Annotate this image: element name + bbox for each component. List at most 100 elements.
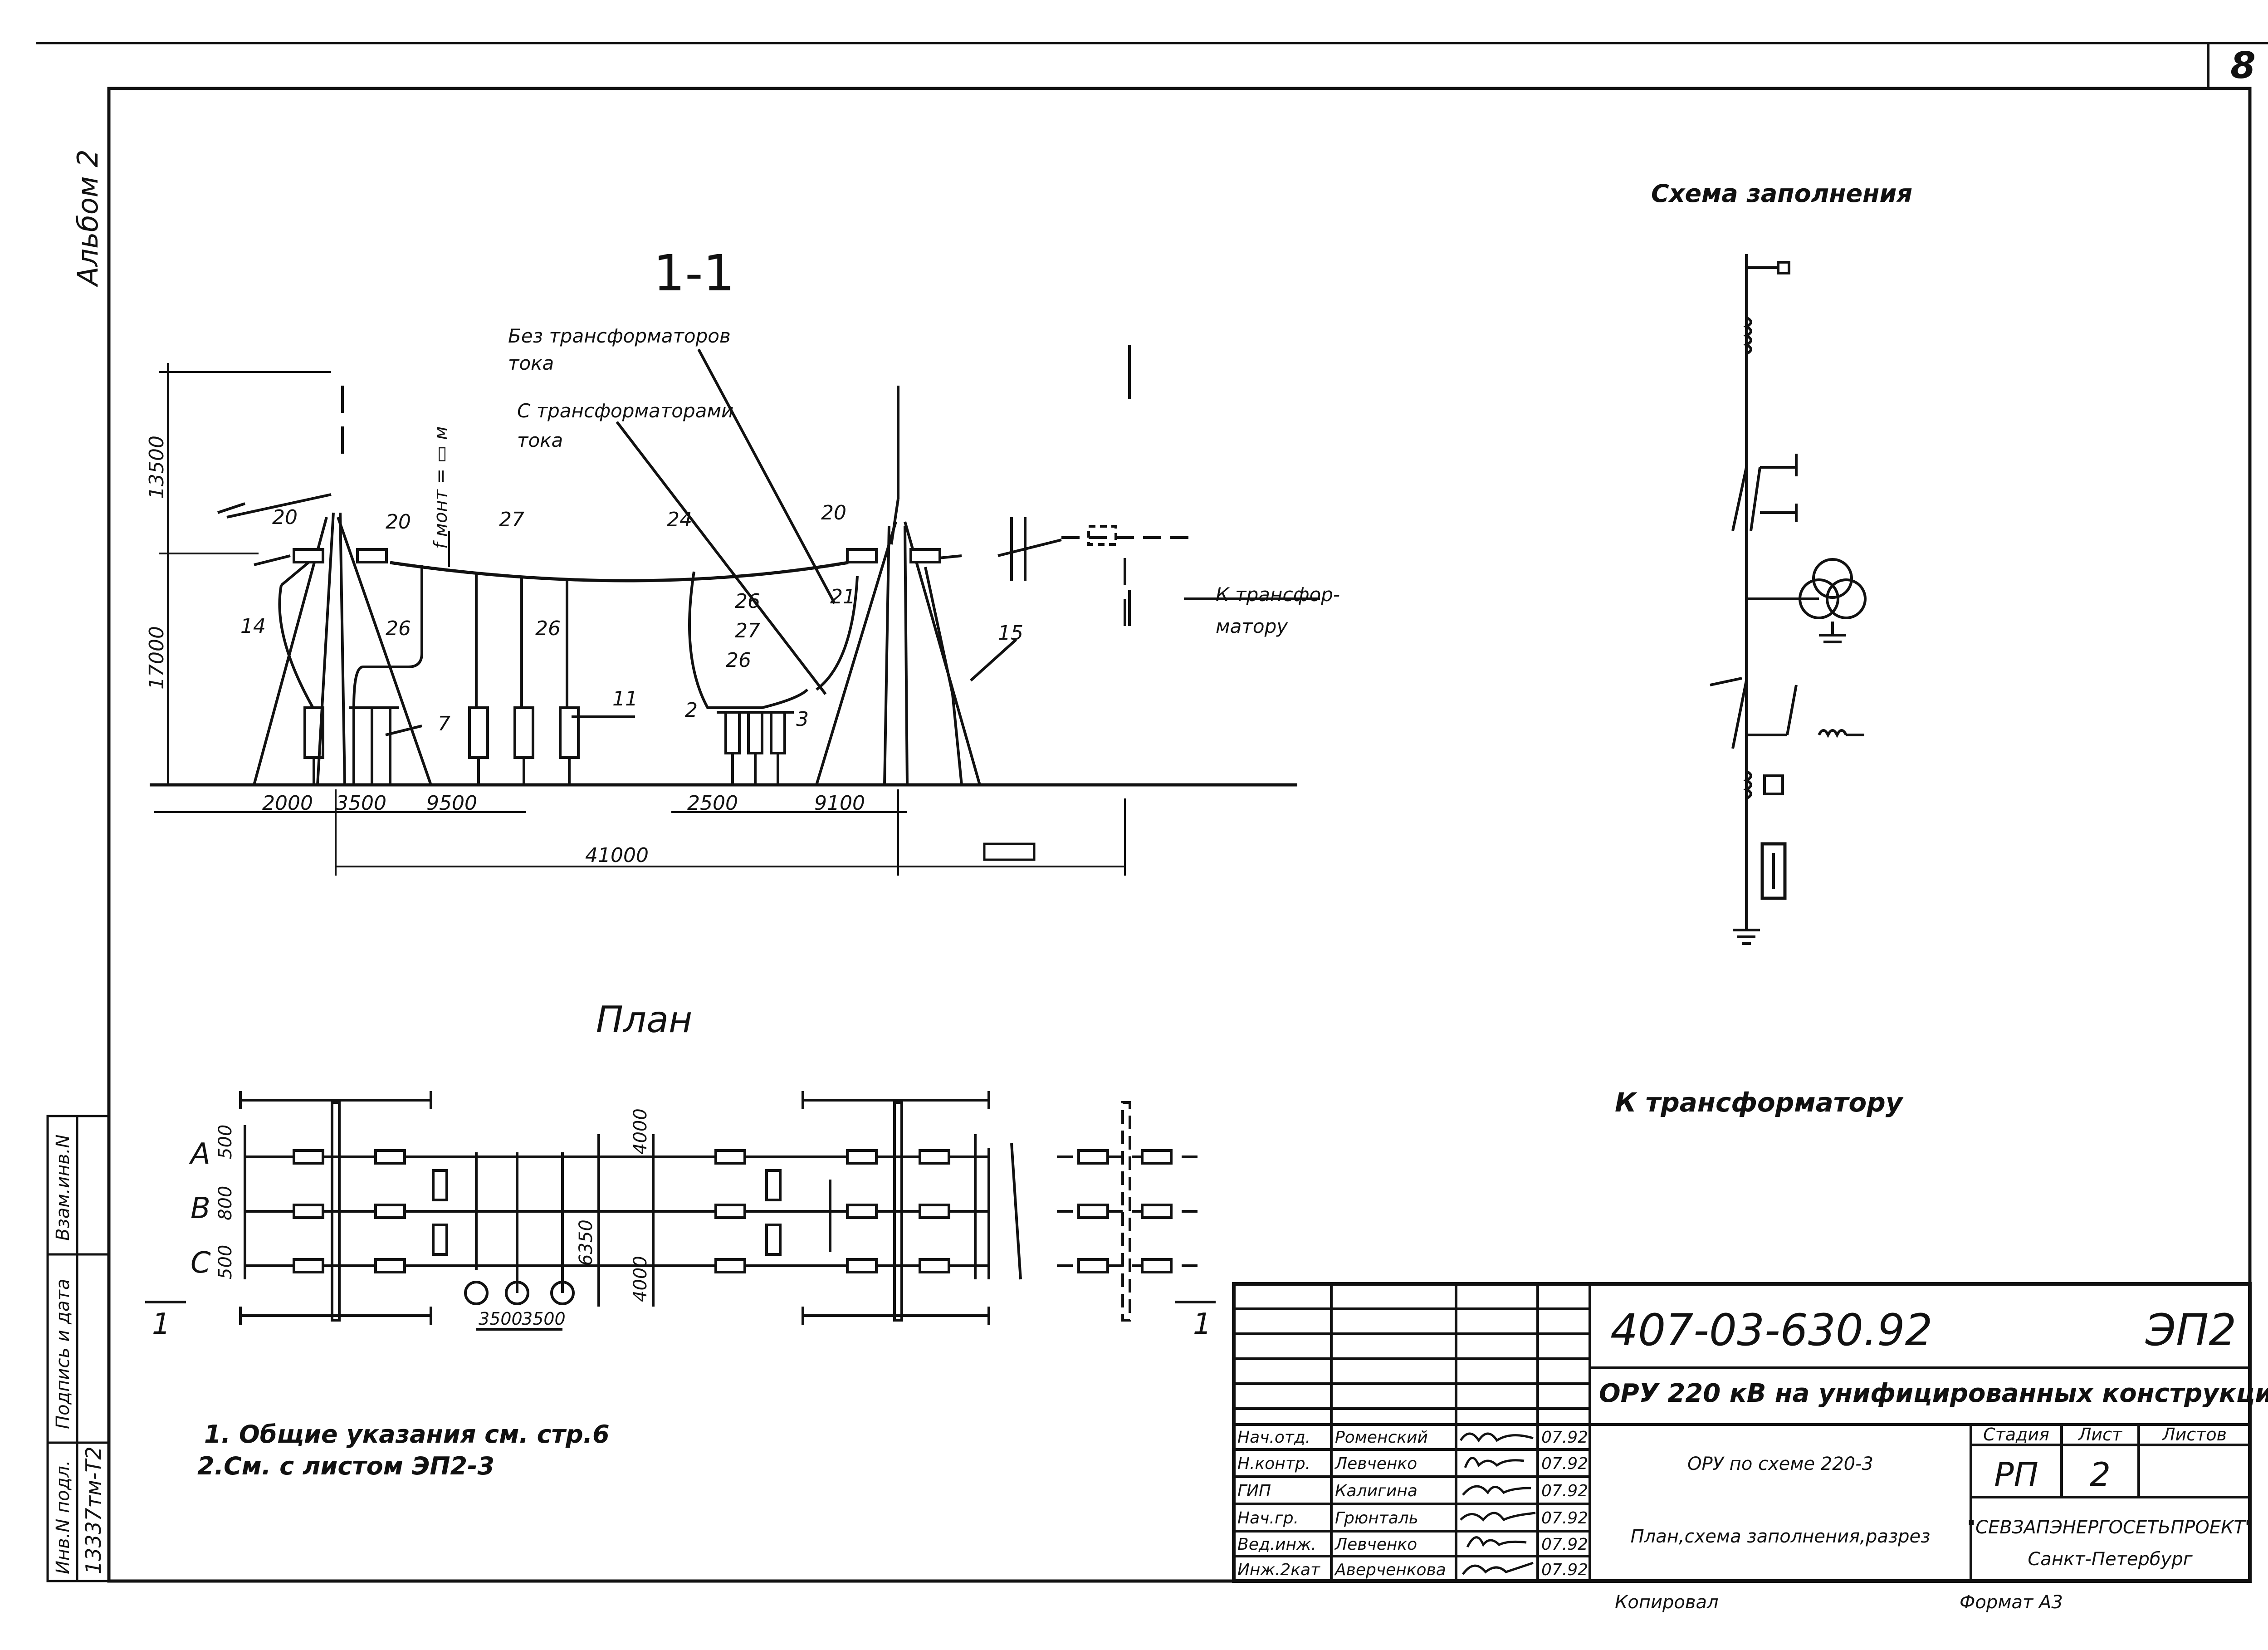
phase-a: A [189, 1137, 210, 1171]
sig-date-3: 07.92 [1541, 1482, 1588, 1500]
phase-dim-2: 800 [215, 1186, 236, 1220]
callout-27a: 27 [499, 508, 524, 531]
callout-15: 15 [998, 622, 1023, 645]
project-title: ОРУ 220 кВ на унифицированных конструкци… [1599, 1379, 2268, 1408]
sig-role-3: ГИП [1237, 1482, 1271, 1500]
side-stamp [46, 1115, 110, 1582]
sheet-frame [36, 42, 2268, 1583]
dim-bottom-2: 3500 [336, 792, 386, 815]
side-stamp-inventory: Инв.N подл. [53, 1460, 73, 1574]
plan-drawing [145, 1091, 1216, 1331]
sig-date-6: 07.92 [1541, 1561, 1588, 1579]
sig-date-4: 07.92 [1541, 1509, 1588, 1528]
note-with-ct-2: тока [517, 429, 563, 451]
title-block [1232, 1282, 2252, 1583]
object-title: ОРУ по схеме 220-3 [1687, 1454, 1873, 1474]
dim-total: 41000 [585, 844, 649, 867]
sig-name-5: Левченко [1334, 1535, 1417, 1554]
phase-b: B [191, 1192, 210, 1225]
note-to-transformer-2: матору [1216, 615, 1288, 637]
bottom-dim-1: 3500 [479, 1309, 523, 1329]
callout-24: 24 [667, 508, 692, 531]
callout-20b: 20 [386, 510, 411, 534]
dim-bottom-5: 9100 [814, 792, 865, 815]
note-with-ct-1: С трансформаторами [517, 400, 733, 422]
phase-dim-3: 500 [215, 1245, 236, 1279]
callout-27b: 27 [735, 619, 760, 642]
callout-26c: 26 [735, 590, 760, 613]
sheet-header: Лист [2077, 1425, 2123, 1444]
organization: "СЕВЗАПЭНЕРГОСЕТЬПРОЕКТ" [1967, 1517, 2253, 1538]
phase-dim-1: 500 [215, 1125, 236, 1159]
callout-26a: 26 [386, 617, 411, 640]
section-mark-left: 1 [152, 1307, 171, 1341]
right-dim-1: 4000 [630, 1108, 651, 1155]
callout-14: 14 [240, 615, 266, 638]
callout-26d: 26 [726, 649, 751, 672]
callout-26b: 26 [535, 617, 561, 640]
sig-date-5: 07.92 [1541, 1535, 1588, 1554]
sig-name-4: Грюнталь [1335, 1509, 1418, 1528]
callout-11: 11 [612, 687, 638, 710]
callout-3: 3 [796, 708, 809, 731]
right-dim-2: 6350 [576, 1219, 596, 1266]
sig-date-2: 07.92 [1541, 1454, 1588, 1473]
callout-7: 7 [438, 712, 450, 735]
section-drawing [150, 345, 1320, 876]
sig-role-2: Н.контр. [1237, 1454, 1310, 1473]
phase-c: C [191, 1246, 211, 1280]
note-without-ct-1: Без трансформаторов [508, 325, 731, 347]
stage-header: Стадия [1983, 1425, 2049, 1444]
callout-20c: 20 [821, 501, 846, 524]
note-2: 2.См. с листом ЭП2-3 [197, 1452, 494, 1480]
plan-title: План [596, 999, 693, 1041]
dim-bottom-1: 2000 [262, 792, 313, 815]
sig-name-3: Калигина [1335, 1482, 1418, 1500]
note-without-ct-2: тока [508, 352, 554, 374]
f-mount-label: f монт = ▭ м [430, 426, 451, 549]
dim-bottom-4: 2500 [687, 792, 738, 815]
note-to-transformer-1: К трансфор- [1216, 583, 1340, 606]
city: Санкт-Петербург [2028, 1549, 2193, 1570]
right-dim-3: 4000 [630, 1256, 651, 1302]
callout-21: 21 [830, 585, 855, 608]
page-number: 8 [2230, 44, 2256, 87]
title-block-text: 407-03-630.92 ЭП2 ОРУ 220 кВ на унифицир… [1237, 1305, 2268, 1579]
copied-label: Копировал [1615, 1592, 1719, 1613]
sig-role-4: Нач.гр. [1237, 1509, 1299, 1528]
sig-role-1: Нач.отд. [1237, 1428, 1310, 1447]
scheme-title: Схема заполнения [1651, 179, 1912, 208]
dim-height-lower: 17000 [145, 626, 168, 690]
handwritten-signatures [1459, 1432, 1536, 1575]
document-code: 407-03-630.92 [1610, 1305, 1933, 1356]
note-1: 1. Общие указания см. стр.6 [204, 1420, 610, 1449]
side-stamp-signature: Подпись и дата [53, 1279, 73, 1429]
section-title: 1-1 [653, 244, 735, 302]
album-label: Альбом 2 [71, 149, 104, 288]
drawing-title: План,схема заполнения,разрез [1631, 1526, 1931, 1547]
format-label: Формат А3 [1960, 1592, 2063, 1613]
sheet-code: ЭП2 [2145, 1305, 2236, 1356]
section-mark-right: 1 [1193, 1307, 1212, 1341]
side-stamp-inventory-number: 13337тм-Т2 [81, 1446, 106, 1574]
sig-name-1: Роменский [1335, 1428, 1428, 1447]
callout-20a: 20 [272, 506, 298, 529]
sig-date-1: 07.92 [1541, 1428, 1588, 1447]
bottom-dim-2: 3500 [522, 1309, 566, 1329]
sig-name-6: Аверченкова [1334, 1561, 1446, 1579]
side-stamp-replace: Взам.инв.N [53, 1135, 73, 1241]
callout-2: 2 [685, 699, 698, 722]
section-labels: Без трансформаторов тока С трансформатор… [145, 325, 1340, 867]
dim-bottom-3: 9500 [426, 792, 477, 815]
stage-value: РП [1994, 1455, 2038, 1493]
dim-height-upper: 13500 [145, 436, 168, 499]
sig-role-6: Инж.2кат [1237, 1561, 1320, 1579]
sheet-value: 2 [2090, 1455, 2111, 1493]
to-transformer-label: К трансформатору [1615, 1087, 1904, 1118]
sig-role-5: Вед.инж. [1237, 1535, 1316, 1554]
plan-labels: A B C 500 800 500 4000 6350 4000 3500 35… [152, 1108, 1212, 1341]
sig-name-2: Левченко [1334, 1454, 1417, 1473]
fill-scheme [1710, 254, 1867, 945]
sheets-header: Листов [2161, 1425, 2227, 1444]
